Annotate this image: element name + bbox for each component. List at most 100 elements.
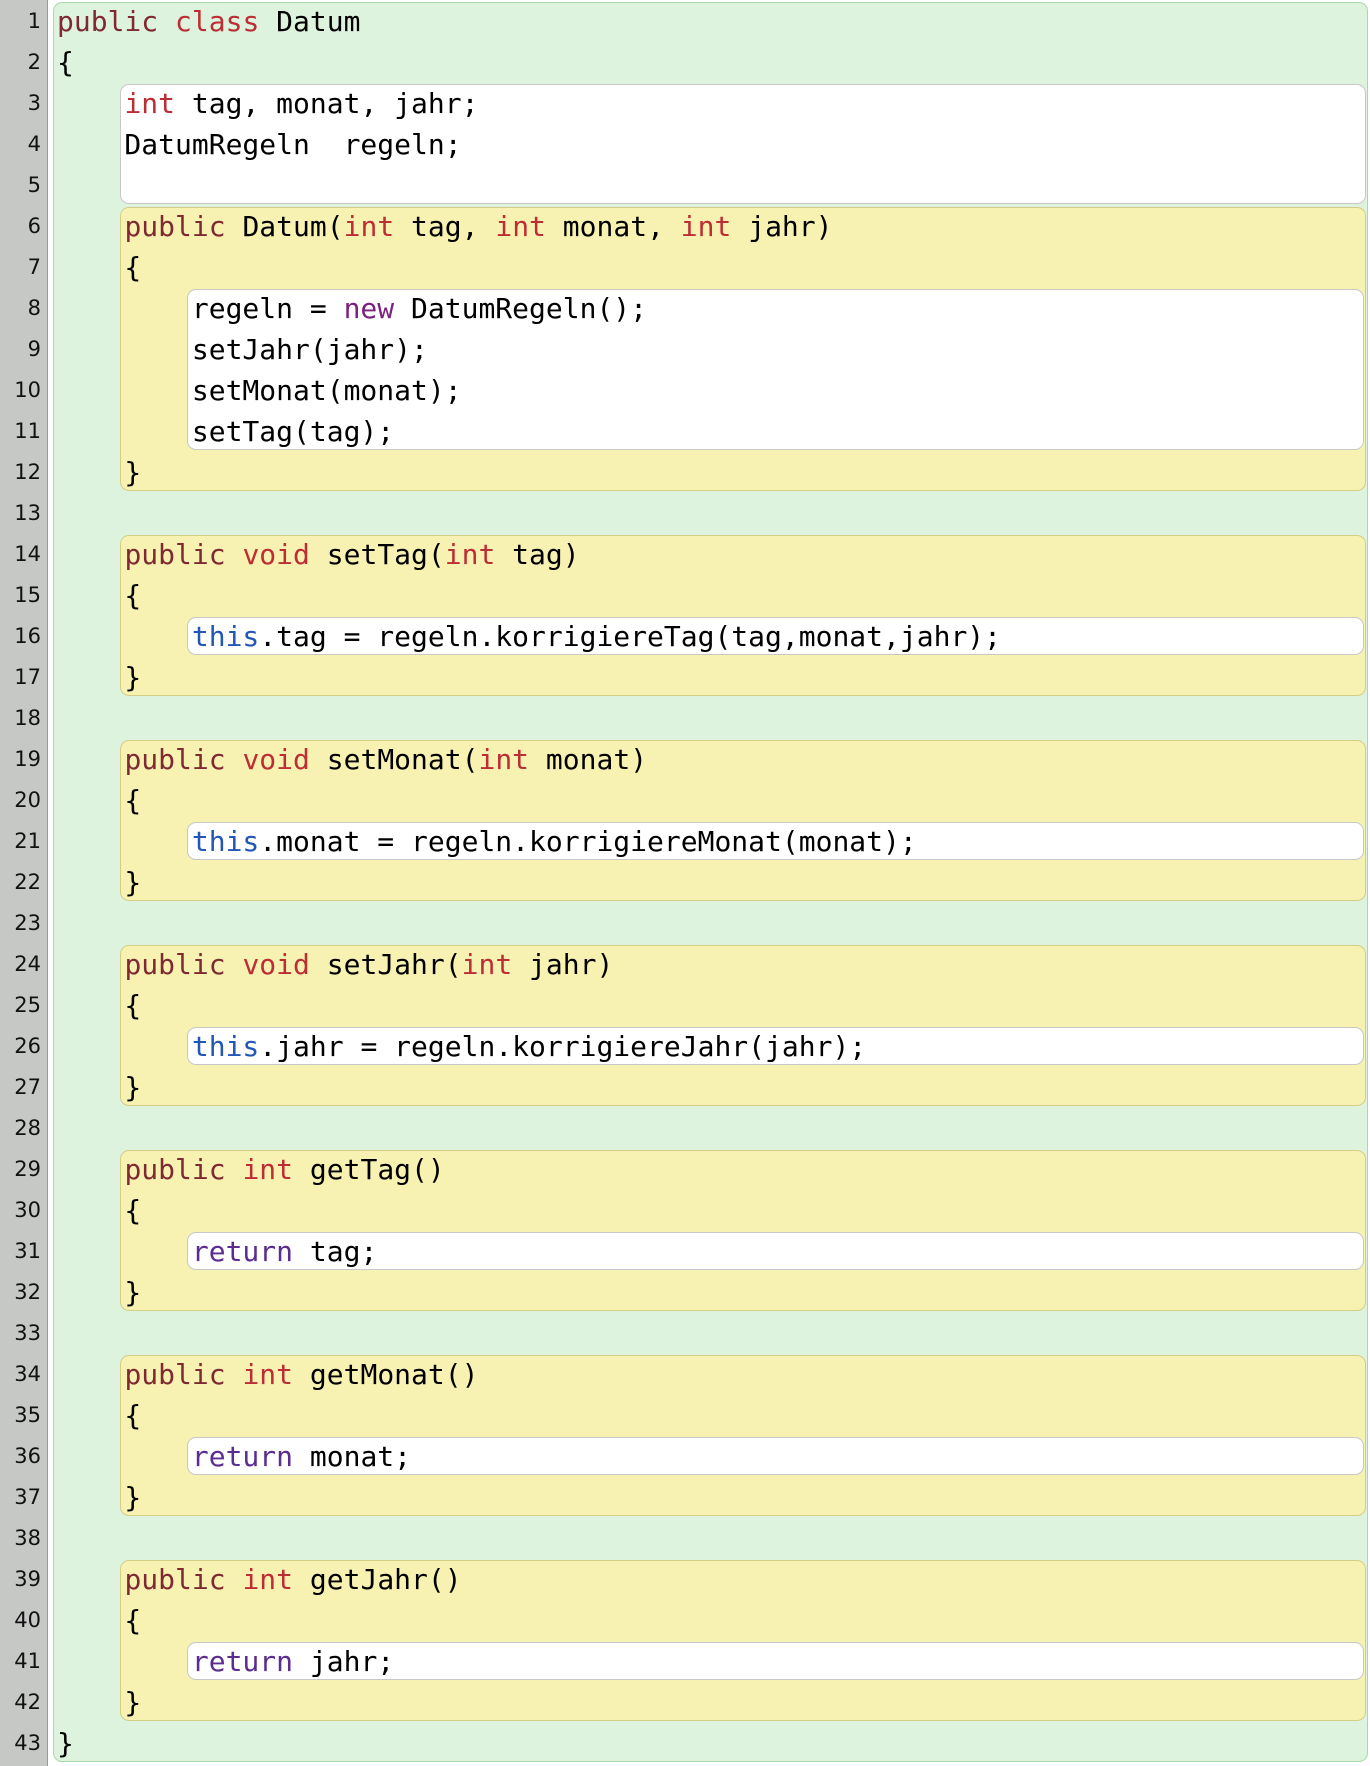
- code-line[interactable]: {: [49, 780, 1370, 821]
- code-token: [57, 1030, 192, 1063]
- code-token: [226, 743, 243, 776]
- code-token: public: [124, 210, 226, 243]
- code-token: {: [57, 784, 142, 817]
- code-line[interactable]: }: [49, 1682, 1370, 1723]
- code-token: [226, 1153, 243, 1186]
- code-line[interactable]: public void setTag(int tag): [49, 534, 1370, 575]
- code-line[interactable]: public void setJahr(int jahr): [49, 944, 1370, 985]
- line-number: 2: [27, 50, 41, 74]
- code-token: }: [57, 661, 142, 694]
- code-line[interactable]: public int getJahr(): [49, 1559, 1370, 1600]
- code-line[interactable]: [49, 1313, 1370, 1354]
- code-area[interactable]: public class Datum { int tag, monat, jahr…: [49, 0, 1370, 1766]
- code-line[interactable]: {: [49, 575, 1370, 616]
- code-line[interactable]: this.monat = regeln.korrigiereMonat(mona…: [49, 821, 1370, 862]
- code-line[interactable]: {: [49, 247, 1370, 288]
- line-number: 40: [14, 1608, 41, 1632]
- line-number: 17: [14, 665, 41, 689]
- code-token: int: [478, 743, 530, 776]
- code-line[interactable]: int tag, monat, jahr;: [49, 83, 1370, 124]
- code-line[interactable]: public int getTag(): [49, 1149, 1370, 1190]
- scope-box-stmt: [187, 1642, 1364, 1680]
- code-line[interactable]: setMonat(monat);: [49, 370, 1370, 411]
- line-number: 22: [14, 870, 41, 894]
- code-token: setJahr(jahr);: [57, 333, 428, 366]
- code-line[interactable]: }: [49, 452, 1370, 493]
- code-token: [226, 1563, 243, 1596]
- code-line[interactable]: {: [49, 1600, 1370, 1641]
- code-line[interactable]: {: [49, 985, 1370, 1026]
- code-line[interactable]: [49, 165, 1370, 206]
- code-line[interactable]: }: [49, 1723, 1370, 1764]
- scope-box-method: [120, 1150, 1366, 1311]
- code-line[interactable]: this.jahr = regeln.korrigiereJahr(jahr);: [49, 1026, 1370, 1067]
- code-token: {: [57, 1604, 142, 1637]
- code-token: void: [242, 538, 310, 571]
- code-token: public: [124, 1153, 226, 1186]
- code-line[interactable]: public Datum(int tag, int monat, int jah…: [49, 206, 1370, 247]
- code-line[interactable]: regeln = new DatumRegeln();: [49, 288, 1370, 329]
- code-line[interactable]: return monat;: [49, 1436, 1370, 1477]
- code-line[interactable]: }: [49, 657, 1370, 698]
- code-line[interactable]: setTag(tag);: [49, 411, 1370, 452]
- code-token: [226, 538, 243, 571]
- code-token: }: [57, 1481, 142, 1514]
- code-line[interactable]: {: [49, 1395, 1370, 1436]
- code-token: [57, 1440, 192, 1473]
- line-number: 42: [14, 1690, 41, 1714]
- code-token: [57, 1645, 192, 1678]
- code-token: public: [124, 743, 226, 776]
- scope-box-method: [120, 945, 1366, 1106]
- code-token: getJahr(): [293, 1563, 462, 1596]
- code-token: setMonat(: [309, 743, 479, 776]
- line-number: 16: [14, 624, 41, 648]
- code-token: return: [191, 1235, 294, 1268]
- scope-box-method: [120, 1560, 1366, 1721]
- code-line[interactable]: [49, 493, 1370, 534]
- code-line[interactable]: }: [49, 862, 1370, 903]
- code-token: int: [495, 210, 546, 243]
- code-line[interactable]: {: [49, 42, 1370, 83]
- code-line[interactable]: {: [49, 1190, 1370, 1231]
- code-line[interactable]: setJahr(jahr);: [49, 329, 1370, 370]
- line-number: 27: [14, 1075, 41, 1099]
- line-number: 7: [27, 255, 41, 279]
- code-line[interactable]: return jahr;: [49, 1641, 1370, 1682]
- code-token: [158, 5, 175, 38]
- code-line[interactable]: [49, 903, 1370, 944]
- line-number: 36: [14, 1444, 41, 1468]
- scope-box-stmt: [187, 822, 1364, 860]
- code-token: {: [57, 46, 74, 79]
- code-token: DatumRegeln regeln;: [57, 128, 462, 161]
- code-token: monat): [529, 743, 648, 776]
- code-line[interactable]: [49, 1108, 1370, 1149]
- code-line[interactable]: [49, 1518, 1370, 1559]
- code-line[interactable]: return tag;: [49, 1231, 1370, 1272]
- code-line[interactable]: }: [49, 1477, 1370, 1518]
- code-token: public: [57, 5, 159, 38]
- code-line[interactable]: DatumRegeln regeln;: [49, 124, 1370, 165]
- code-token: class: [175, 5, 260, 38]
- code-token: {: [57, 1194, 142, 1227]
- scope-box-stmt: [187, 1232, 1364, 1270]
- code-line[interactable]: [49, 698, 1370, 739]
- line-number: 29: [14, 1157, 41, 1181]
- code-token: Datum: [259, 5, 361, 38]
- code-token: jahr;: [293, 1645, 395, 1678]
- code-line[interactable]: public void setMonat(int monat): [49, 739, 1370, 780]
- code-token: }: [57, 1276, 142, 1309]
- code-token: .tag = regeln.korrigiereTag(tag,monat,ja…: [259, 620, 1002, 653]
- line-number: 43: [14, 1731, 41, 1755]
- code-token: .jahr = regeln.korrigiereJahr(jahr);: [259, 1030, 867, 1063]
- code-line[interactable]: public class Datum: [49, 1, 1370, 42]
- code-token: public: [124, 538, 226, 571]
- code-token: this: [191, 825, 260, 858]
- code-line[interactable]: }: [49, 1067, 1370, 1108]
- code-line[interactable]: public int getMonat(): [49, 1354, 1370, 1395]
- line-number: 15: [14, 583, 41, 607]
- code-token: }: [57, 1071, 142, 1104]
- code-token: getMonat(): [293, 1358, 479, 1391]
- code-line[interactable]: this.tag = regeln.korrigiereTag(tag,mona…: [49, 616, 1370, 657]
- code-line[interactable]: }: [49, 1272, 1370, 1313]
- code-token: [57, 538, 124, 571]
